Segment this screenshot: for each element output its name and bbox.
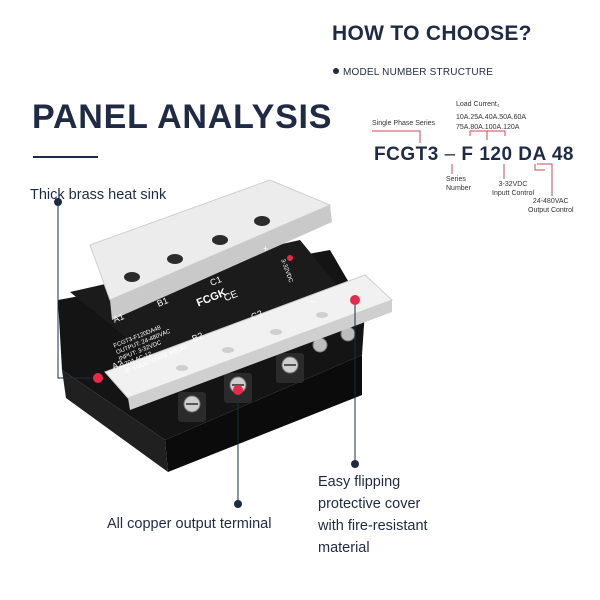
- callout-dots: [54, 198, 360, 508]
- how-to-choose-heading: HOW TO CHOOSE?: [332, 22, 532, 45]
- heat-sink-marker-icon: [93, 373, 103, 383]
- cover-holes: [176, 312, 328, 371]
- input-control-line2: Inputt Control: [492, 190, 535, 197]
- callout-lines: [57, 205, 356, 502]
- model-part-120: 120: [479, 144, 513, 165]
- heat-sink-callout-dot-icon: [54, 198, 62, 206]
- cover-callout-dot-icon: [351, 460, 359, 468]
- protective-cover-callout: Easy flipping protective cover with fire…: [318, 471, 428, 559]
- connector-fcgt3: [372, 130, 421, 143]
- model-part-dash: –: [444, 144, 456, 165]
- terminal-marker-icon: [233, 385, 243, 395]
- input-control-label: 3-32VDC Inputt Control: [492, 180, 534, 198]
- protective-cover-edge: [128, 300, 392, 410]
- heat-sink-callout-line: [57, 205, 98, 379]
- series-number-label: Series Number: [446, 175, 471, 193]
- load-current-values-2: 75A.80A.100A.120A: [456, 124, 520, 131]
- heat-sink-holes: [124, 216, 270, 282]
- input-control-line1: 3-32VDC: [498, 181, 528, 188]
- cover-callout-line2: protective cover: [318, 496, 421, 512]
- output-control-label: 24-480VAC Output Control: [528, 197, 574, 215]
- cover-callout-line1: Easy flipping: [318, 474, 401, 490]
- load-current-values-1: 10A.25A.40A.50A.60A: [456, 114, 527, 121]
- model-structure-text: MODEL NUMBER STRUCTURE: [343, 67, 494, 78]
- cover-callout-line4: material: [318, 540, 370, 556]
- cover-marker-icon: [350, 295, 360, 305]
- terminal-callout-dot-icon: [234, 500, 242, 508]
- heading-underline: [33, 156, 98, 158]
- model-structure-label: MODEL NUMBER STRUCTURE: [333, 67, 493, 78]
- model-part-da: DA: [518, 144, 547, 165]
- heat-sink-plate-edge: [110, 205, 332, 320]
- series-number-line2: Number: [446, 185, 471, 192]
- single-phase-series-label: Single Phase Series: [372, 120, 436, 127]
- status-led-icon: [287, 255, 293, 261]
- relay-device: [58, 179, 393, 472]
- bullet-dot-icon: [333, 68, 339, 75]
- model-number-code: FCGT3 – F 120 DA 48: [374, 144, 574, 166]
- load-current-label: Load Current₂: [456, 101, 500, 108]
- dc-minus-label: –: [310, 296, 316, 306]
- output-control-line1: 24-480VAC: [532, 198, 569, 205]
- series-number-line1: Series: [446, 176, 466, 183]
- connector-output-bracket: [534, 164, 545, 171]
- relay-base-front: [165, 355, 362, 472]
- dc-plus-label: +: [263, 244, 269, 254]
- panel-analysis-heading: PANEL ANALYSIS: [32, 98, 333, 136]
- model-connector-lines: [372, 130, 553, 196]
- model-part-48: 48: [551, 144, 574, 165]
- relay-base-side: [62, 370, 168, 472]
- model-part-f: F: [461, 144, 474, 165]
- heat-sink-callout: Thick brass heat sink: [30, 187, 167, 203]
- cover-callout-line3: with fire-resistant: [318, 518, 428, 534]
- output-control-line2: Output Control: [528, 207, 574, 214]
- model-part-fcgt3: FCGT3: [374, 144, 439, 165]
- output-terminal-callout: All copper output terminal: [107, 516, 272, 532]
- relay-top-face: [70, 240, 345, 365]
- connector-output-control: [537, 163, 553, 196]
